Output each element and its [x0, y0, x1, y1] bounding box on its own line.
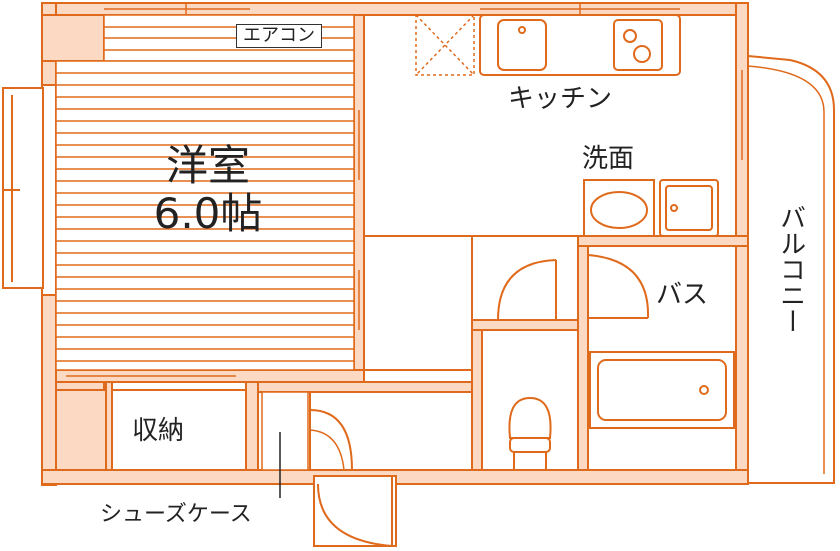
left-window	[2, 87, 44, 289]
storage-label: 収納	[132, 416, 185, 446]
toilet-floor	[481, 329, 579, 471]
washbasin	[583, 179, 719, 237]
front-door-arc	[317, 476, 393, 547]
western-room-label: 洋室	[165, 141, 250, 190]
shoe-case-label: シューズケース	[100, 502, 252, 527]
western-room-title: 洋室 6.0帖	[128, 141, 288, 239]
entrance	[313, 475, 397, 547]
kitchen-label: キッチン	[508, 84, 613, 114]
toilet-door-arc	[497, 259, 557, 321]
balcony	[747, 54, 835, 484]
shoe-case	[261, 391, 309, 471]
bath-door-arc	[587, 254, 650, 319]
corridor-floor	[363, 235, 473, 371]
air-conditioner-label: エアコン	[236, 24, 322, 48]
room-size-label: 6.0帖	[153, 189, 263, 239]
storage-closet	[111, 389, 247, 471]
entry-door-arc	[309, 409, 353, 471]
bath-label: バス	[656, 280, 709, 310]
washroom-label: 洗面	[582, 144, 635, 174]
fridge-space	[415, 14, 475, 76]
kitchen-counter	[479, 14, 681, 76]
bathtub	[589, 351, 735, 429]
balcony-label: バルコニー	[775, 204, 806, 334]
toilet	[508, 396, 552, 471]
top-windows	[104, 3, 680, 15]
bath-floor	[587, 245, 737, 471]
